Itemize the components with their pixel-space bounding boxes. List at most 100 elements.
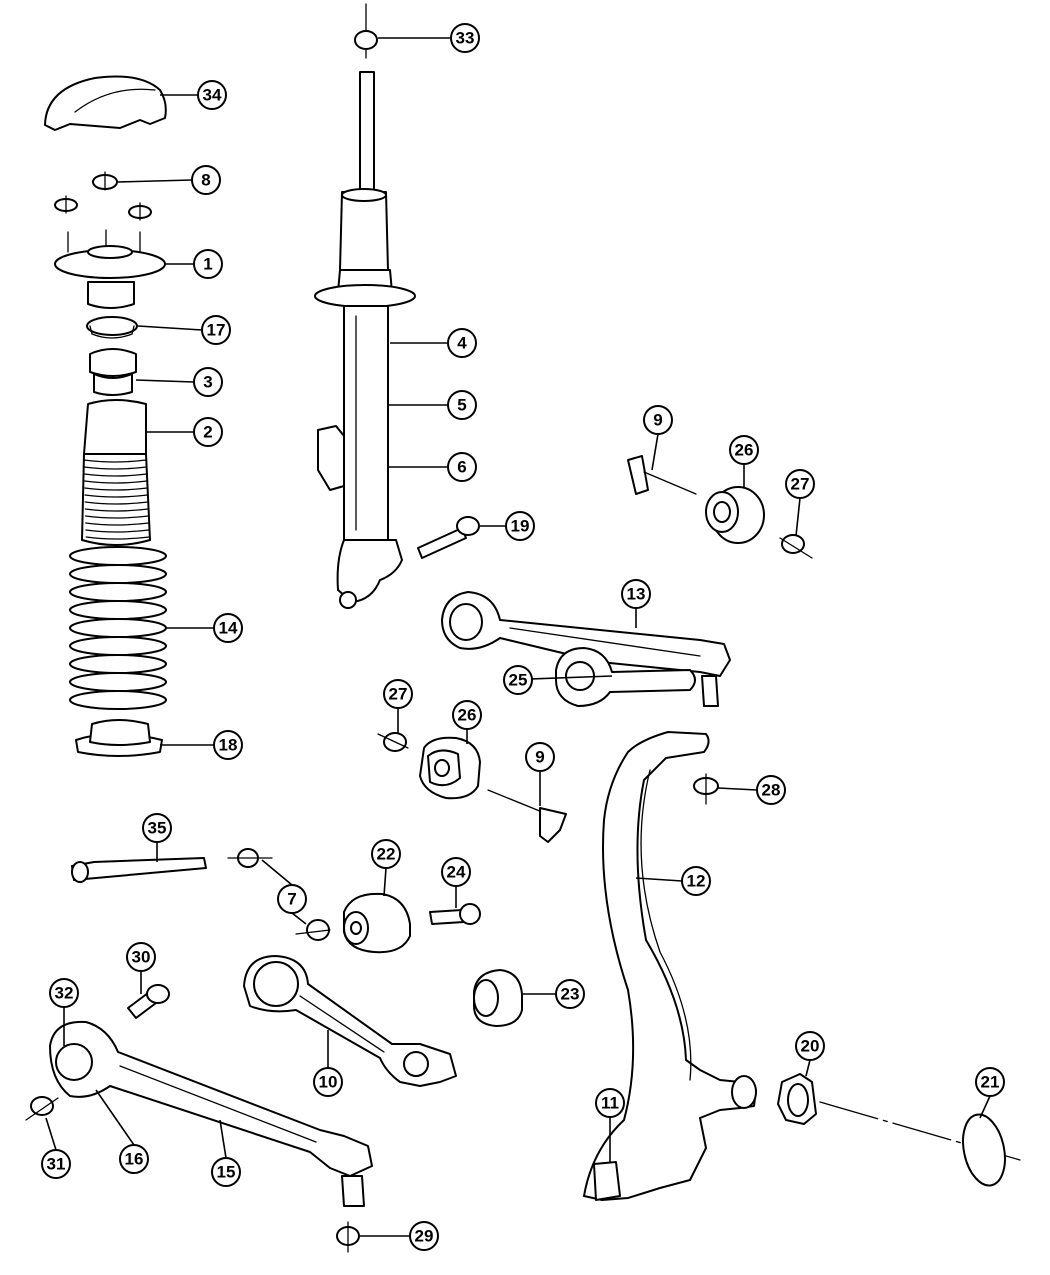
- leader-line: [979, 1095, 991, 1119]
- hub-nut: [777, 1073, 817, 1125]
- callout-13-label: 13: [627, 585, 646, 604]
- lower-pivot-bolt: [487, 789, 567, 843]
- leader-line: [651, 433, 659, 471]
- leader-line: [95, 1089, 135, 1146]
- leader-lines: [45, 37, 991, 1237]
- callout-21-label: 21: [981, 1073, 1000, 1092]
- boot-rib: [83, 466, 147, 470]
- callout-23: 23: [555, 979, 585, 1009]
- callout-6: 6: [447, 452, 477, 482]
- callout-14: 14: [213, 613, 243, 643]
- strut-mount: [54, 229, 166, 309]
- coil-spring: [69, 546, 167, 710]
- strut-bearing: [86, 316, 138, 339]
- callout-8-label: 8: [201, 171, 210, 190]
- arm-nut: [25, 1096, 59, 1121]
- strut-bolt: [417, 516, 480, 559]
- callout-27-upper: 27: [785, 469, 815, 499]
- boot-rib: [84, 487, 148, 491]
- lower-bushing: [419, 736, 481, 800]
- strut-top-nut: [354, 3, 378, 59]
- leader-line: [135, 379, 195, 383]
- callout-19: 19: [505, 511, 535, 541]
- leader-line: [219, 1119, 227, 1159]
- spring-coil: [69, 582, 167, 602]
- leader-line: [795, 497, 801, 537]
- spring-coil: [69, 600, 167, 620]
- callout-25: 25: [503, 665, 533, 695]
- callout-1-label: 1: [203, 255, 212, 274]
- callout-12: 12: [681, 866, 711, 896]
- callout-11: 11: [595, 1088, 625, 1118]
- callout-32: 32: [49, 978, 79, 1008]
- callout-5: 5: [447, 390, 477, 420]
- callout-2-label: 2: [203, 423, 212, 442]
- dust-boot: [81, 399, 151, 546]
- upper-bushing: [705, 486, 765, 544]
- callout-24-label: 24: [447, 863, 466, 882]
- callout-16: 16: [119, 1144, 149, 1174]
- boot-rib: [84, 494, 149, 498]
- callout-9-lower: 9: [525, 742, 555, 772]
- callout-3: 3: [193, 367, 223, 397]
- leader-line: [805, 1059, 811, 1077]
- callout-23-label: 23: [561, 985, 580, 1004]
- flange-bolt: [429, 903, 481, 925]
- jounce-bumper: [89, 348, 137, 396]
- callout-9-upper: 9: [643, 405, 673, 435]
- boot-rib: [85, 529, 150, 533]
- callout-5-label: 5: [457, 396, 466, 415]
- callout-28: 28: [756, 775, 786, 805]
- callout-34-label: 34: [203, 86, 222, 105]
- callout-26-upper: 26: [729, 435, 759, 465]
- spring-coil: [69, 636, 167, 656]
- compression-bushing: [343, 892, 411, 954]
- boot-rib: [85, 522, 150, 526]
- spring-coil: [69, 654, 167, 674]
- ball-joint-nut: [336, 1221, 360, 1253]
- callout-20-label: 20: [801, 1037, 820, 1056]
- spring-isolator: [75, 719, 163, 757]
- callout-3-label: 3: [203, 373, 212, 392]
- callout-15-label: 15: [217, 1163, 236, 1182]
- callout-27-lower-label: 27: [389, 685, 408, 704]
- callout-12-label: 12: [687, 872, 706, 891]
- boot-rib: [83, 480, 148, 484]
- upper-pivot-bolt: [627, 455, 697, 495]
- lower-nut: [377, 732, 409, 752]
- callout-17-label: 17: [207, 321, 226, 340]
- boot-rib: [85, 536, 150, 540]
- callout-7-label: 7: [287, 890, 296, 909]
- callout-8: 8: [191, 165, 221, 195]
- callout-30-label: 30: [132, 948, 151, 967]
- strut-assembly: [314, 71, 416, 609]
- callout-26-lower-label: 26: [458, 706, 477, 725]
- callout-7: 7: [277, 884, 307, 914]
- lower-control-arm: [49, 1020, 373, 1207]
- leader-line: [383, 867, 387, 897]
- leader-line: [635, 877, 683, 882]
- callout-19-label: 19: [511, 517, 530, 536]
- callout-21: 21: [975, 1067, 1005, 1097]
- leader-line: [117, 179, 193, 183]
- callout-17: 17: [201, 315, 231, 345]
- spring-coil: [69, 672, 167, 692]
- callout-22: 22: [371, 839, 401, 869]
- callout-13: 13: [621, 579, 651, 609]
- callout-6-label: 6: [457, 458, 466, 477]
- washer-nuts: [227, 848, 331, 941]
- callout-34: 34: [197, 80, 227, 110]
- spring-coil: [69, 564, 167, 584]
- callout-25-label: 25: [509, 671, 528, 690]
- long-bolt: [71, 857, 207, 883]
- boot-rib: [84, 515, 150, 519]
- callout-35: 35: [142, 813, 172, 843]
- callout-33-label: 33: [456, 29, 475, 48]
- callout-24: 24: [441, 857, 471, 887]
- callout-27-upper-label: 27: [791, 475, 810, 494]
- callout-28-label: 28: [762, 781, 781, 800]
- dust-cap: [44, 75, 167, 131]
- upper-control-arm: [441, 591, 731, 707]
- mount-nuts: [54, 171, 152, 221]
- callout-18: 18: [213, 730, 243, 760]
